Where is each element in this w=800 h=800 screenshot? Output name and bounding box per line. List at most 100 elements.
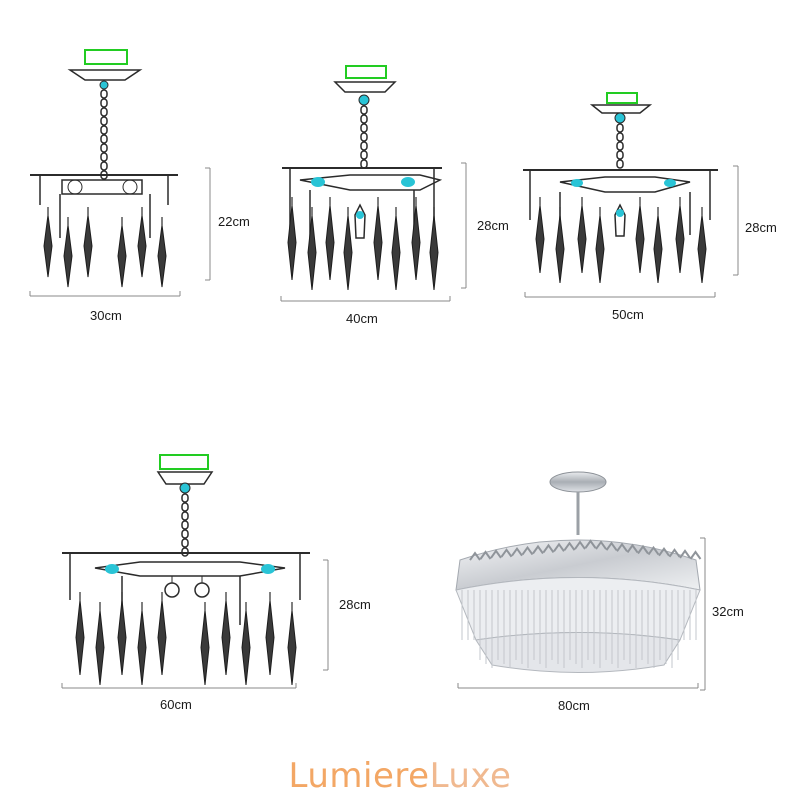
bulb bbox=[122, 179, 138, 195]
crystal-drop bbox=[577, 204, 587, 274]
crystal-bottom-tier bbox=[475, 632, 681, 673]
crystal-chevron bbox=[553, 542, 565, 552]
height-label-30: 22cm bbox=[218, 214, 250, 229]
width-label-40: 40cm bbox=[346, 311, 378, 326]
crystal-chevron bbox=[679, 549, 691, 559]
crystal-chevron bbox=[521, 545, 534, 556]
crystal-chevron bbox=[689, 550, 702, 560]
canopy bbox=[589, 104, 653, 114]
crystal-drop bbox=[391, 214, 401, 291]
chandelier-40-drawing bbox=[280, 65, 467, 302]
crystal-chevron bbox=[500, 548, 513, 558]
crystal-drop bbox=[325, 204, 335, 281]
crystal-drop bbox=[83, 214, 93, 278]
crystal-drop bbox=[117, 599, 127, 676]
light-bar bbox=[61, 179, 143, 195]
brand-part-1: Lumiere bbox=[288, 756, 430, 796]
crystal-drops bbox=[287, 197, 439, 291]
crystal-drop bbox=[63, 224, 73, 288]
light-bar bbox=[94, 561, 286, 577]
socket bbox=[99, 80, 109, 90]
crystal-drop bbox=[373, 204, 383, 281]
crystal-drop bbox=[75, 599, 85, 676]
socket bbox=[358, 94, 370, 106]
canopy-plate bbox=[606, 92, 638, 104]
height-label-80: 32cm bbox=[712, 604, 744, 619]
crystal-chevron bbox=[469, 551, 481, 561]
chandelier-60-drawing bbox=[61, 454, 329, 689]
crystal-chevron bbox=[658, 546, 670, 557]
crystal-chevron bbox=[511, 546, 523, 557]
canopy bbox=[333, 81, 397, 93]
crystal-drop bbox=[411, 204, 421, 281]
chain bbox=[181, 493, 189, 557]
crystal-chevron bbox=[490, 549, 502, 559]
crystal-drops bbox=[535, 197, 707, 284]
crystal-drop bbox=[95, 609, 105, 686]
crystal-drop bbox=[221, 599, 231, 676]
crystal-drop bbox=[595, 214, 605, 284]
crystal-drop bbox=[157, 599, 167, 676]
socket bbox=[179, 482, 191, 494]
crystal-drop bbox=[157, 224, 167, 288]
crystal-drops bbox=[75, 592, 297, 686]
crystal-chevron bbox=[584, 539, 597, 549]
chandelier-50-drawing bbox=[523, 92, 739, 298]
height-label-60: 28cm bbox=[339, 597, 371, 612]
crystal-drop bbox=[535, 204, 545, 274]
width-label-50: 50cm bbox=[612, 307, 644, 322]
crystal-drop bbox=[429, 214, 439, 291]
light-bar bbox=[299, 174, 443, 191]
canopy-plate bbox=[84, 49, 128, 65]
crystal-drop bbox=[307, 214, 317, 291]
chandelier-80-render bbox=[455, 471, 706, 691]
chain bbox=[360, 105, 368, 169]
crystal-drop bbox=[43, 214, 53, 278]
crystal-drops bbox=[43, 207, 167, 288]
canopy bbox=[549, 471, 607, 493]
crystal-drop bbox=[555, 214, 565, 284]
crystal-chevron bbox=[542, 543, 555, 553]
width-label-60: 60cm bbox=[160, 697, 192, 712]
crystal-chevron bbox=[595, 540, 607, 550]
crystal-drop bbox=[117, 224, 127, 288]
crystal-chevron bbox=[563, 541, 576, 551]
bulb bbox=[354, 203, 366, 239]
canopy-plate bbox=[345, 65, 387, 79]
crystal-drop bbox=[287, 204, 297, 281]
crystal-drop bbox=[635, 204, 645, 274]
crystal-drop bbox=[697, 214, 707, 284]
crystal-chevrons bbox=[469, 539, 702, 561]
brand-logo: LumiereLuxe bbox=[0, 756, 800, 796]
crystal-strands bbox=[461, 590, 697, 668]
socket bbox=[614, 112, 626, 124]
crystal-drop bbox=[343, 214, 353, 291]
crystal-drop bbox=[200, 609, 210, 686]
bulb bbox=[614, 203, 626, 237]
crystal-drop bbox=[265, 599, 275, 676]
crystal-drop bbox=[137, 214, 147, 278]
crystal-chevron bbox=[668, 548, 681, 558]
bulb bbox=[164, 582, 180, 598]
bulb bbox=[67, 179, 83, 195]
height-label-50: 28cm bbox=[745, 220, 777, 235]
canopy bbox=[67, 69, 143, 81]
crystal-drop bbox=[241, 609, 251, 686]
brand-part-2: Luxe bbox=[429, 756, 512, 796]
canopy-plate bbox=[159, 454, 209, 470]
crystal-drop bbox=[653, 214, 663, 284]
chandelier-30-drawing bbox=[29, 49, 211, 297]
crystal-chevron bbox=[605, 541, 618, 551]
crystal-drop bbox=[137, 609, 147, 686]
light-bar bbox=[559, 176, 691, 193]
crystal-chevron bbox=[574, 540, 586, 550]
bulb bbox=[194, 582, 210, 598]
crystal-chevron bbox=[637, 544, 649, 555]
crystal-chevron bbox=[532, 544, 544, 555]
crystal-drop bbox=[675, 204, 685, 274]
crystal-middle-tier bbox=[455, 577, 701, 641]
crystal-chevron bbox=[616, 542, 628, 552]
crystal-chevron bbox=[647, 545, 660, 556]
crystal-chevron bbox=[626, 543, 639, 553]
